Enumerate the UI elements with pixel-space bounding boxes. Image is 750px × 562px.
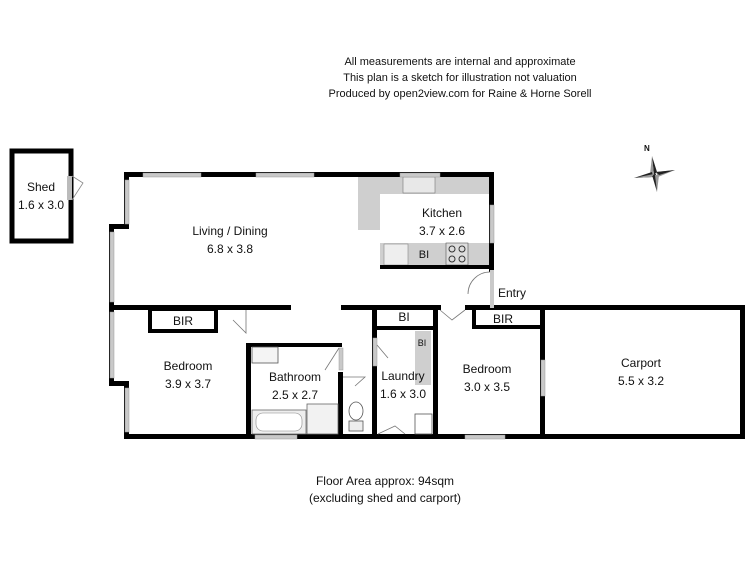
note-line-1: All measurements are internal and approx… [344,56,576,68]
room-laundry: Laundry 1.6 x 3.0 [380,367,426,403]
note-line-3: Produced by open2view.com for Raine & Ho… [328,88,592,100]
bedroom2-bir-label: BIR [492,312,514,326]
room-size: 1.6 x 3.0 [17,198,65,212]
room-size: 3.0 x 3.5 [463,380,511,394]
floor-area-note: Floor Area approx: 94sqm (excluding shed… [280,473,490,507]
room-name: Laundry [381,369,425,383]
laundry-bi-cupboard [415,331,431,385]
room-name: Living / Dining [192,224,268,238]
kitchen-bi-label: BI [418,249,430,261]
entry-label: Entry [497,286,527,300]
room-carport: Carport 5.5 x 3.2 [618,354,664,390]
room-bedroom-2: Bedroom 3.0 x 3.5 [463,360,512,396]
doors [232,271,491,435]
entry-door [490,270,494,308]
north-label: N [644,144,650,153]
floor-area-excl-line: (excluding shed and carport) [308,491,462,505]
room-living-dining: Living / Dining 6.8 x 3.8 [192,222,267,258]
room-name: Shed [26,180,56,194]
room-bathroom: Bathroom 2.5 x 2.7 [269,368,321,404]
room-shed: Shed 1.6 x 3.0 [18,178,64,214]
shed-outline [9,148,84,244]
windows [109,172,546,440]
room-name: Bedroom [462,362,512,376]
laundry-top-bi-label: BI [398,310,410,324]
north-arrow-icon: N [630,144,680,198]
note-line-2: This plan is a sketch for illustration n… [343,72,577,84]
room-size: 1.6 x 3.0 [379,387,427,401]
room-bedroom-1: Bedroom 3.9 x 3.7 [164,357,213,393]
bathroom-fixtures [251,346,433,435]
bedroom1-bir-label: BIR [172,314,194,328]
room-size: 3.7 x 2.6 [418,224,466,238]
room-size: 3.9 x 3.7 [164,377,212,391]
room-name: Bathroom [268,370,322,384]
floor-area-line: Floor Area approx: 94sqm [315,474,455,488]
room-size: 6.8 x 3.8 [206,242,254,256]
kitchen-counters [358,174,492,266]
room-kitchen: Kitchen 3.7 x 2.6 [419,204,465,240]
room-name: Kitchen [421,206,463,220]
room-name: Carport [620,356,661,370]
disclaimer-notes: All measurements are internal and approx… [300,54,620,102]
room-size: 2.5 x 2.7 [271,388,319,402]
room-name: Bedroom [163,359,213,373]
room-size: 5.5 x 3.2 [617,374,665,388]
laundry-bi-label: BI [417,338,427,348]
